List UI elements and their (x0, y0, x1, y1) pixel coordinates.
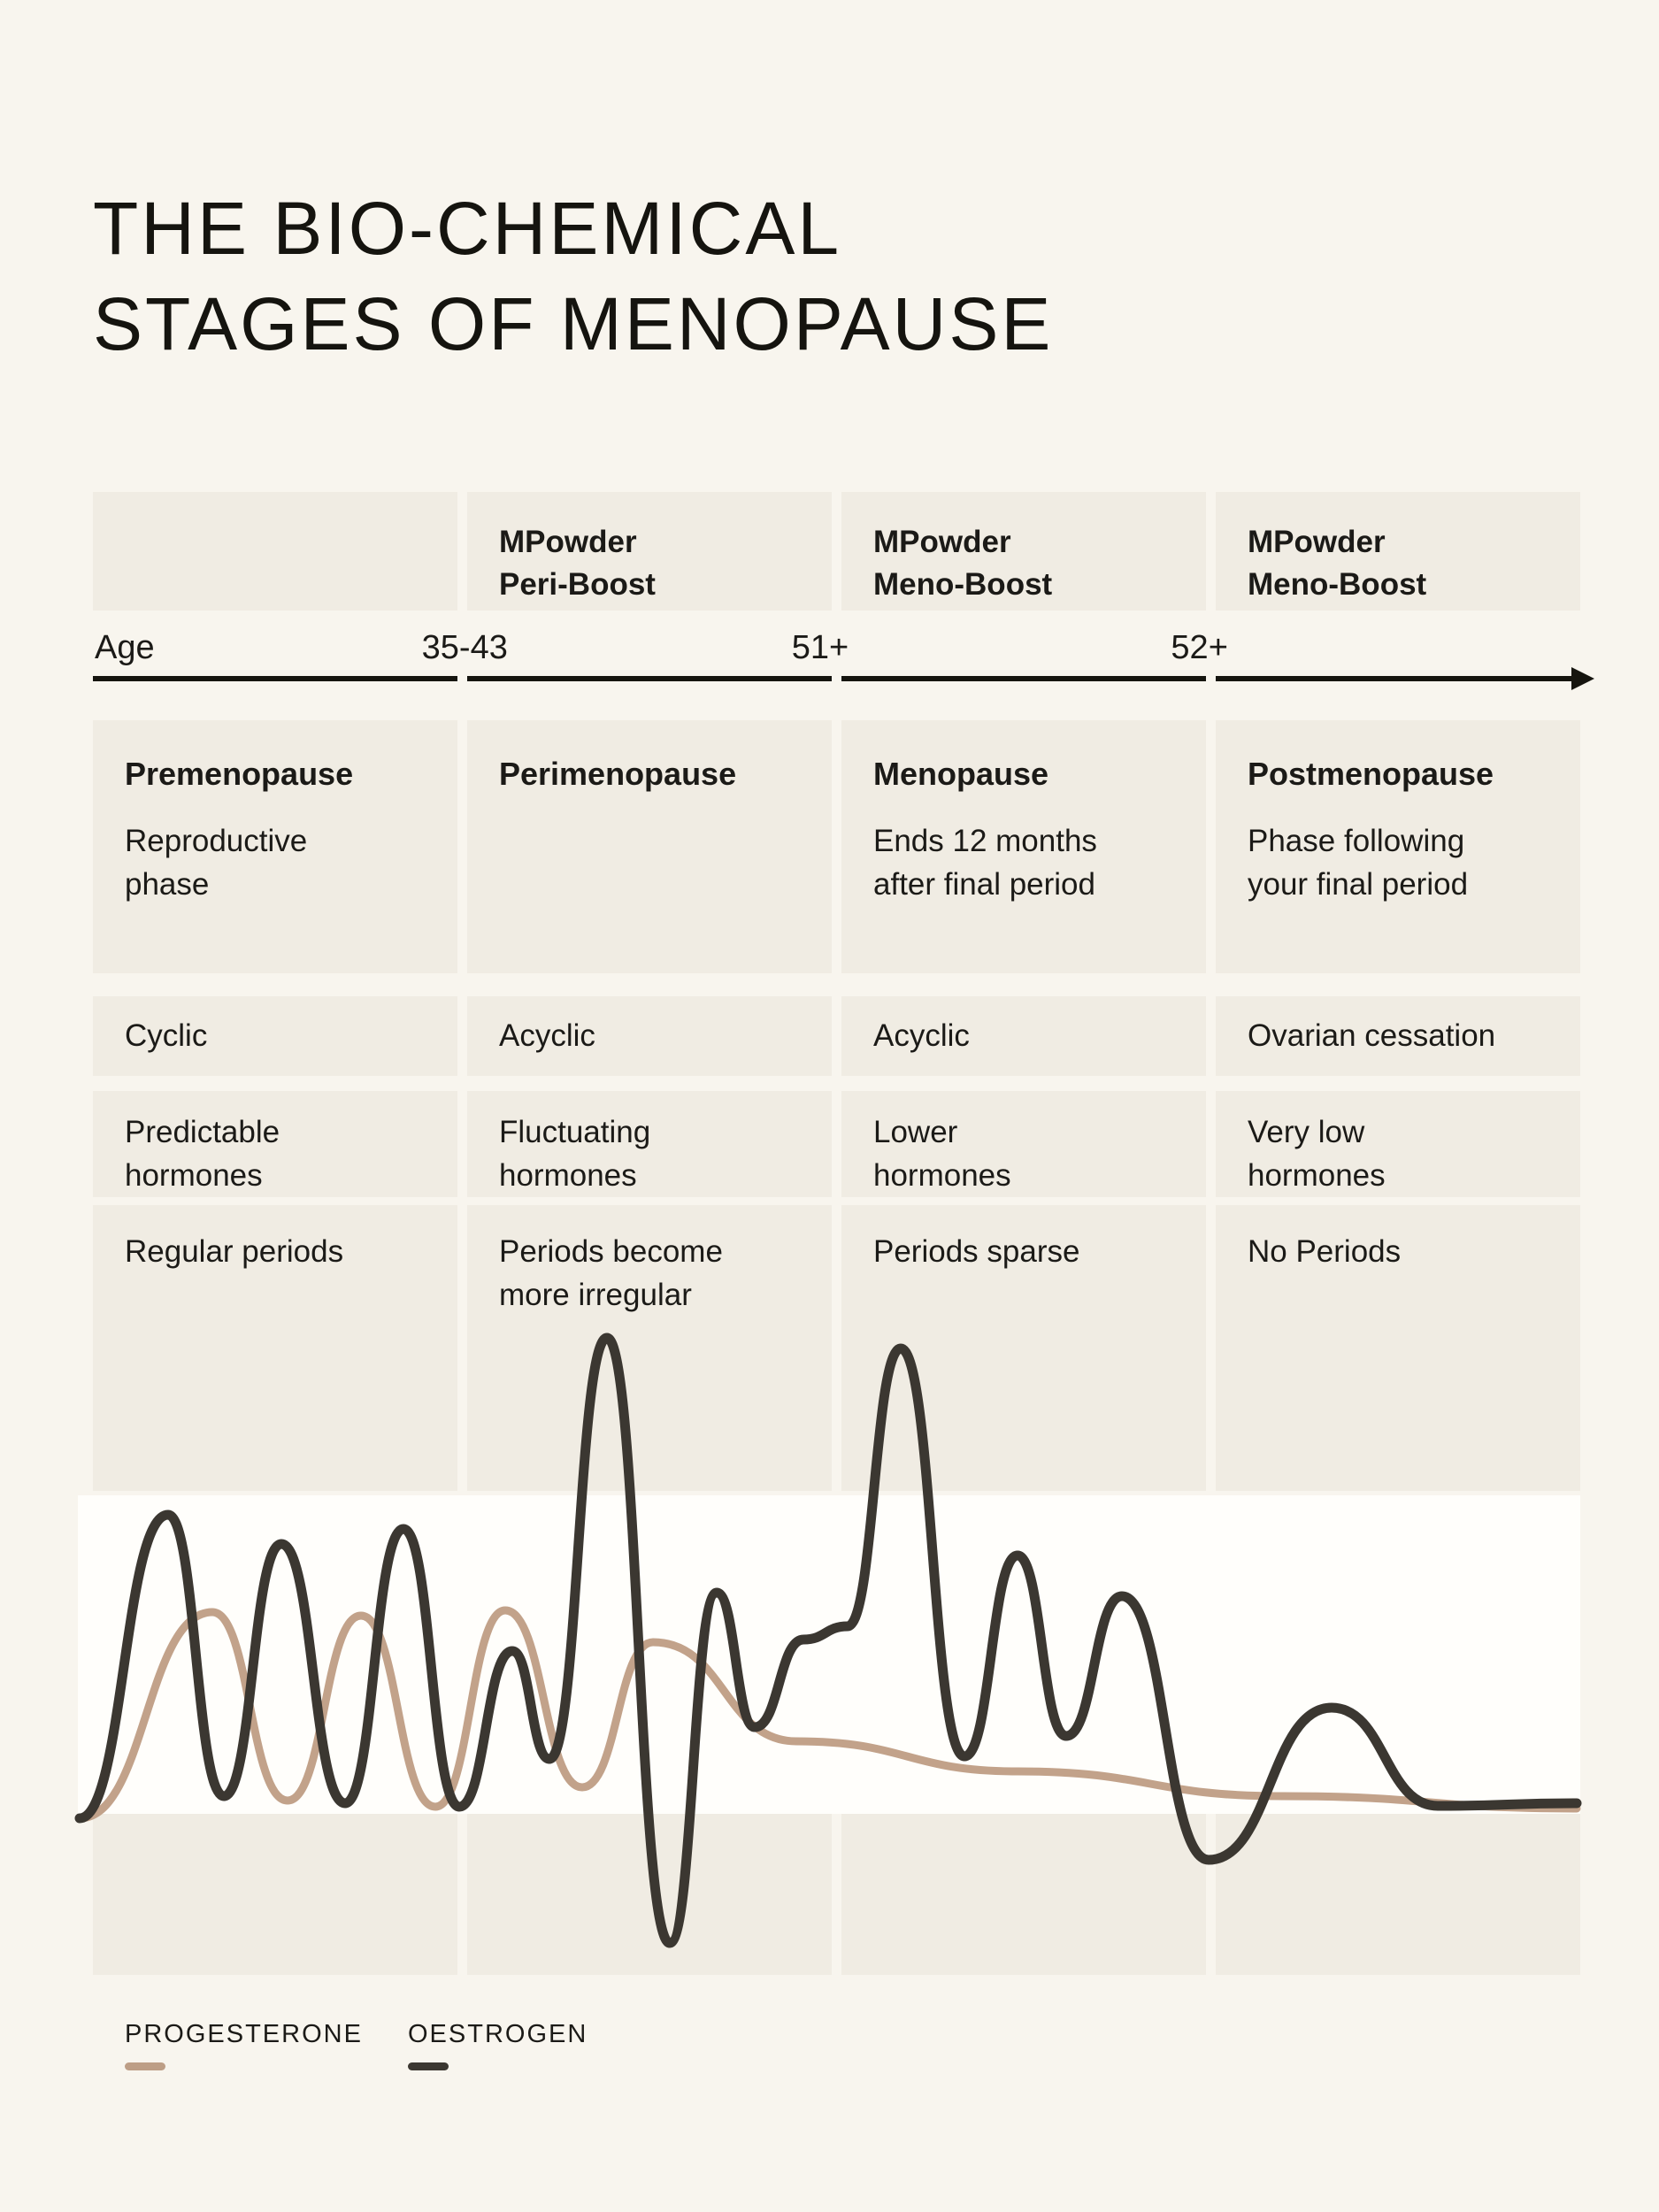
bottom-band-cell (1216, 1814, 1580, 1975)
bottom-band-cell (841, 1814, 1206, 1975)
page-title: THE BIO-CHEMICAL STAGES OF MENOPAUSE (93, 187, 1054, 365)
age-marker-51: 51+ (791, 629, 849, 666)
stage-name: Postmenopause (1248, 756, 1494, 792)
age-axis-segment (1216, 676, 1580, 681)
age-axis-segment (467, 676, 832, 681)
hormones-cell: Fluctuating hormones (467, 1091, 832, 1197)
age-marker-35-43: 35-43 (421, 629, 508, 666)
periods-cell: No Periods (1216, 1205, 1580, 1491)
stage-description: Reproductive phase (125, 824, 308, 902)
age-axis-line (93, 667, 1594, 690)
product-cell-empty (93, 492, 457, 611)
bottom-band-cell (93, 1814, 457, 1975)
age-axis-label: Age (95, 629, 155, 666)
periods-cell: Periods sparse (841, 1205, 1206, 1491)
product-cell-peri-boost: MPowder Peri-Boost (467, 492, 832, 611)
cycle-cell: Cyclic (93, 996, 457, 1076)
stage-cell-premenopause: Premenopause Reproductive phase (93, 720, 457, 973)
stage-description: Ends 12 months after final period (873, 824, 1097, 902)
periods-row: Regular periods Periods become more irre… (93, 1205, 1580, 1491)
stage-cell-postmenopause: Postmenopause Phase following your final… (1216, 720, 1580, 973)
legend-item-oestrogen: OESTROGEN (408, 2020, 588, 2070)
cycle-cell: Acyclic (841, 996, 1206, 1076)
legend-label: OESTROGEN (408, 2020, 588, 2048)
cycle-cell: Acyclic (467, 996, 832, 1076)
stage-cell-perimenopause: Perimenopause (467, 720, 832, 973)
legend-label: PROGESTERONE (125, 2020, 363, 2048)
age-timeline: Age 35-43 51+ 52+ (93, 618, 1594, 690)
bottom-band-row (93, 1814, 1580, 1975)
product-cell-meno-boost-2: MPowder Meno-Boost (1216, 492, 1580, 611)
hormones-cell: Predictable hormones (93, 1091, 457, 1197)
stage-description: Phase following your final period (1248, 824, 1469, 902)
progesterone-swatch-icon (125, 2062, 165, 2070)
product-cell-meno-boost-1: MPowder Meno-Boost (841, 492, 1206, 611)
age-axis-segment (93, 676, 457, 681)
cycle-row: Cyclic Acyclic Acyclic Ovarian cessation (93, 996, 1580, 1076)
stage-cell-menopause: Menopause Ends 12 months after final per… (841, 720, 1206, 973)
age-labels: Age 35-43 51+ 52+ (93, 618, 1580, 676)
bottom-band-cell (467, 1814, 832, 1975)
hormones-row: Predictable hormones Fluctuating hormone… (93, 1091, 1580, 1197)
hormones-cell: Very low hormones (1216, 1091, 1580, 1197)
age-marker-52: 52+ (1171, 629, 1228, 666)
hormones-cell: Lower hormones (841, 1091, 1206, 1197)
periods-cell: Regular periods (93, 1205, 457, 1491)
legend-item-progesterone: PROGESTERONE (125, 2020, 363, 2070)
periods-cell: Periods become more irregular (467, 1205, 832, 1491)
chart-band (78, 1495, 1580, 1814)
product-header-row: MPowder Peri-Boost MPowder Meno-Boost MP… (93, 492, 1580, 611)
oestrogen-swatch-icon (408, 2062, 449, 2070)
stage-name: Menopause (873, 756, 1049, 792)
stage-row: Premenopause Reproductive phase Perimeno… (93, 720, 1580, 973)
stage-name: Premenopause (125, 756, 354, 792)
cycle-cell: Ovarian cessation (1216, 996, 1580, 1076)
age-axis-segment (841, 676, 1206, 681)
stage-name: Perimenopause (499, 756, 737, 792)
arrow-right-icon (1571, 667, 1594, 690)
